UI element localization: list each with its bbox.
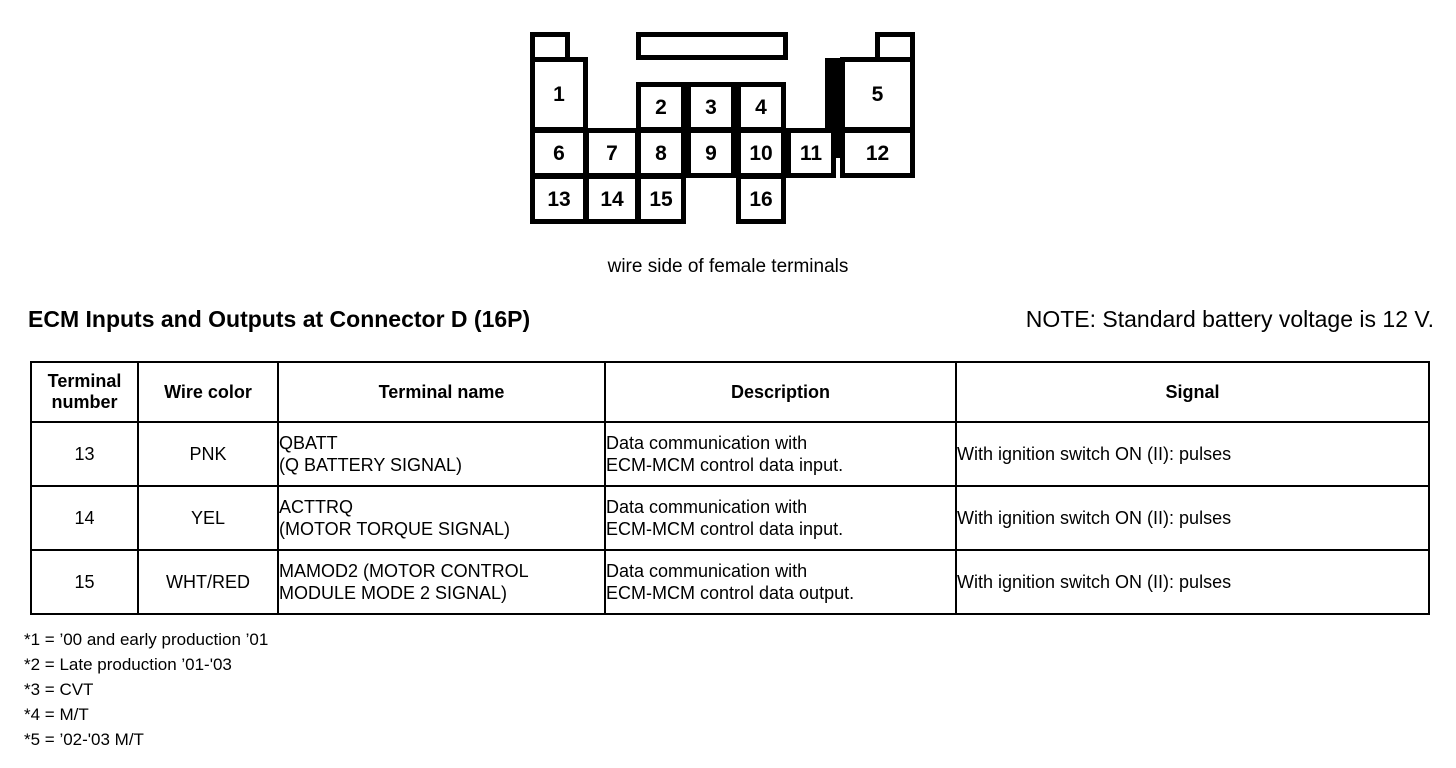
- connector-top-tab: [636, 32, 788, 60]
- connector-terminal-14: 14: [584, 174, 640, 224]
- footnote-item: *1 = ’00 and early production ’01: [24, 630, 269, 649]
- table-row: 15 WHT/RED MAMOD2 (MOTOR CONTROL MODULE …: [30, 549, 1430, 615]
- connector-terminal-13: 13: [530, 174, 588, 224]
- description-line2: ECM-MCM control data input.: [606, 519, 844, 539]
- table-row: 13 PNK QBATT (Q BATTERY SIGNAL) Data com…: [30, 421, 1430, 487]
- description-line1: Data communication with: [606, 496, 808, 517]
- ecm-io-table: Terminal number Wire color Terminal name…: [30, 361, 1430, 615]
- terminal-name-line2: (Q BATTERY SIGNAL): [279, 455, 463, 475]
- cell-terminal-name: MAMOD2 (MOTOR CONTROL MODULE MODE 2 SIGN…: [277, 549, 606, 615]
- connector-pinout-diagram: 1 2 3 4 5 6 7 8 9 10 11 12 13 14 15 16: [530, 32, 920, 224]
- connector-terminal-11: 11: [786, 128, 836, 178]
- column-header-terminal-number: Terminal number: [30, 361, 139, 423]
- description-line1: Data communication with: [606, 560, 808, 581]
- cell-wire-color: WHT/RED: [137, 549, 279, 615]
- connector-terminal-15: 15: [636, 174, 686, 224]
- connector-terminal-12: 12: [840, 128, 915, 178]
- cell-terminal-number: 14: [30, 485, 139, 551]
- cell-terminal-number: 13: [30, 421, 139, 487]
- terminal-name-line1: QBATT: [279, 432, 338, 453]
- description-line2: ECM-MCM control data input.: [606, 455, 844, 475]
- column-header-wire-color: Wire color: [137, 361, 279, 423]
- connector-terminal-7: 7: [584, 128, 640, 178]
- diagram-caption: wire side of female terminals: [607, 256, 849, 277]
- column-header-terminal-name: Terminal name: [277, 361, 606, 423]
- terminal-name-line2: (MOTOR TORQUE SIGNAL): [279, 519, 511, 539]
- cell-terminal-number: 15: [30, 549, 139, 615]
- cell-description: Data communication with ECM-MCM control …: [604, 549, 957, 615]
- cell-signal: With ignition switch ON (II): pulses: [955, 421, 1430, 487]
- cell-terminal-name: ACTTRQ (MOTOR TORQUE SIGNAL): [277, 485, 606, 551]
- table-header-row: Terminal number Wire color Terminal name…: [30, 361, 1430, 423]
- footnotes-list: *1 = ’00 and early production ’01 *2 = L…: [24, 627, 268, 752]
- description-line1: Data communication with: [606, 432, 808, 453]
- connector-terminal-8: 8: [636, 128, 686, 178]
- connector-terminal-6: 6: [530, 128, 588, 178]
- heading-row: ECM Inputs and Outputs at Connector D (1…: [0, 306, 1456, 340]
- connector-terminal-1: 1: [530, 57, 588, 132]
- connector-terminal-2: 2: [636, 82, 686, 132]
- cell-description: Data communication with ECM-MCM control …: [604, 421, 957, 487]
- terminal-name-line1: MAMOD2 (MOTOR CONTROL: [279, 560, 529, 581]
- connector-terminal-16: 16: [736, 174, 786, 224]
- connector-terminal-5: 5: [840, 57, 915, 132]
- terminal-name-line2: MODULE MODE 2 SIGNAL): [279, 583, 508, 603]
- connector-terminal-4: 4: [736, 82, 786, 132]
- footnote-item: *5 = ’02-'03 M/T: [24, 730, 144, 749]
- terminal-number-label-line1: Terminal: [47, 371, 122, 392]
- cell-description: Data communication with ECM-MCM control …: [604, 485, 957, 551]
- footnote-item: *4 = M/T: [24, 705, 89, 724]
- connector-terminal-10: 10: [736, 128, 786, 178]
- cell-wire-color: YEL: [137, 485, 279, 551]
- footnote-item: *3 = CVT: [24, 680, 94, 699]
- page-title: ECM Inputs and Outputs at Connector D (1…: [28, 306, 531, 332]
- cell-signal: With ignition switch ON (II): pulses: [955, 549, 1430, 615]
- footnote-item: *2 = Late production ’01-'03: [24, 655, 232, 674]
- cell-signal: With ignition switch ON (II): pulses: [955, 485, 1430, 551]
- table-row: 14 YEL ACTTRQ (MOTOR TORQUE SIGNAL) Data…: [30, 485, 1430, 551]
- column-header-description: Description: [604, 361, 957, 423]
- connector-terminal-9: 9: [686, 128, 736, 178]
- battery-voltage-note: NOTE: Standard battery voltage is 12 V.: [1025, 306, 1434, 332]
- cell-wire-color: PNK: [137, 421, 279, 487]
- terminal-number-label-line2: number: [51, 392, 118, 412]
- cell-terminal-name: QBATT (Q BATTERY SIGNAL): [277, 421, 606, 487]
- column-header-signal: Signal: [955, 361, 1430, 423]
- terminal-name-line1: ACTTRQ: [279, 496, 353, 517]
- description-line2: ECM-MCM control data output.: [606, 583, 855, 603]
- connector-terminal-3: 3: [686, 82, 736, 132]
